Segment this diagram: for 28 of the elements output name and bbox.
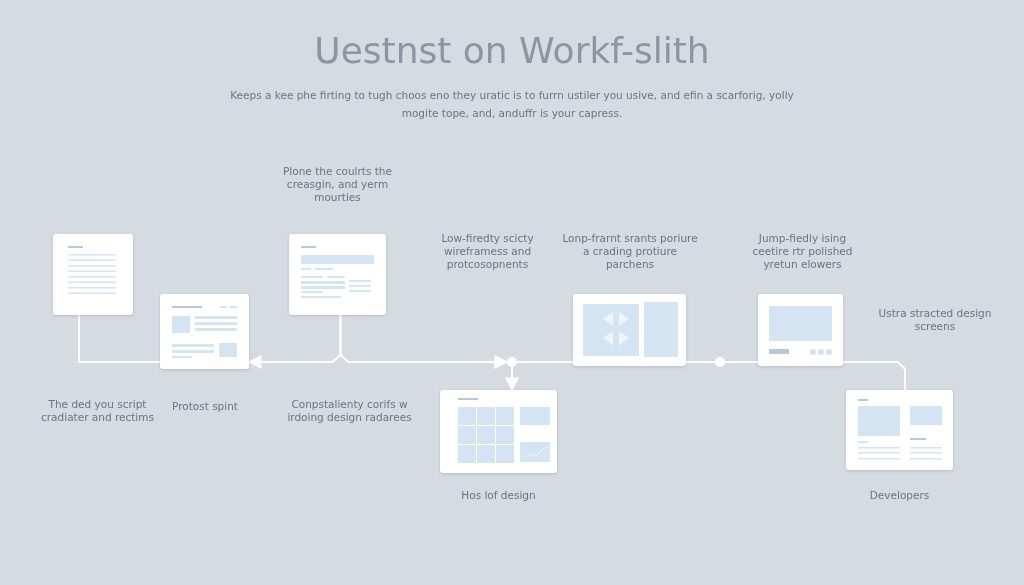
- connector-line: [842, 361, 906, 391]
- wireframe-card: [440, 390, 557, 473]
- junction-dot: [715, 357, 725, 367]
- arrow: [505, 366, 519, 392]
- connector-line: [685, 361, 716, 363]
- step-caption: Ustra stracted design screens: [877, 307, 993, 333]
- wireframe-card: [573, 294, 686, 366]
- connector-line: [78, 314, 161, 363]
- title: Uestnst on Workf-slith: [313, 29, 711, 73]
- step-caption: Plone the coulrts the creasgin, and yerm mourties: [282, 165, 393, 204]
- wireframe-card: [289, 234, 386, 315]
- wireframe-card: [160, 294, 249, 369]
- connector-line: [724, 361, 759, 363]
- step-caption: Lonp-frarnt srants poriure a crading protiure parchens: [561, 232, 699, 271]
- subtitle: Keeps a kee phe firting to tugh choos eno they uratic is to furrn ustiler you usive, and efin a scarforig, yolly mogite tope, and, anduffr is your capress.: [229, 88, 795, 121]
- arrow: [339, 314, 509, 369]
- junction-dot: [507, 357, 517, 367]
- connector-line: [516, 361, 574, 363]
- step-caption: Conpstalienty corifs w irdoing design radarees: [286, 398, 413, 424]
- step-caption: Hos lof design: [460, 489, 537, 502]
- wireframe-card: [758, 294, 843, 366]
- step-caption: The ded you script cradiater and rectims: [40, 398, 155, 424]
- wireframe-card: [53, 234, 133, 315]
- step-caption: Protost spint: [171, 400, 239, 413]
- step-caption: Jump-fiedly ising ceetire rtr polished yretun elowers: [751, 232, 854, 271]
- step-caption: Developers: [868, 489, 931, 502]
- step-caption: Low-firedty scicty wireframess and protcosopnents: [440, 232, 535, 271]
- wireframe-card: [846, 390, 953, 470]
